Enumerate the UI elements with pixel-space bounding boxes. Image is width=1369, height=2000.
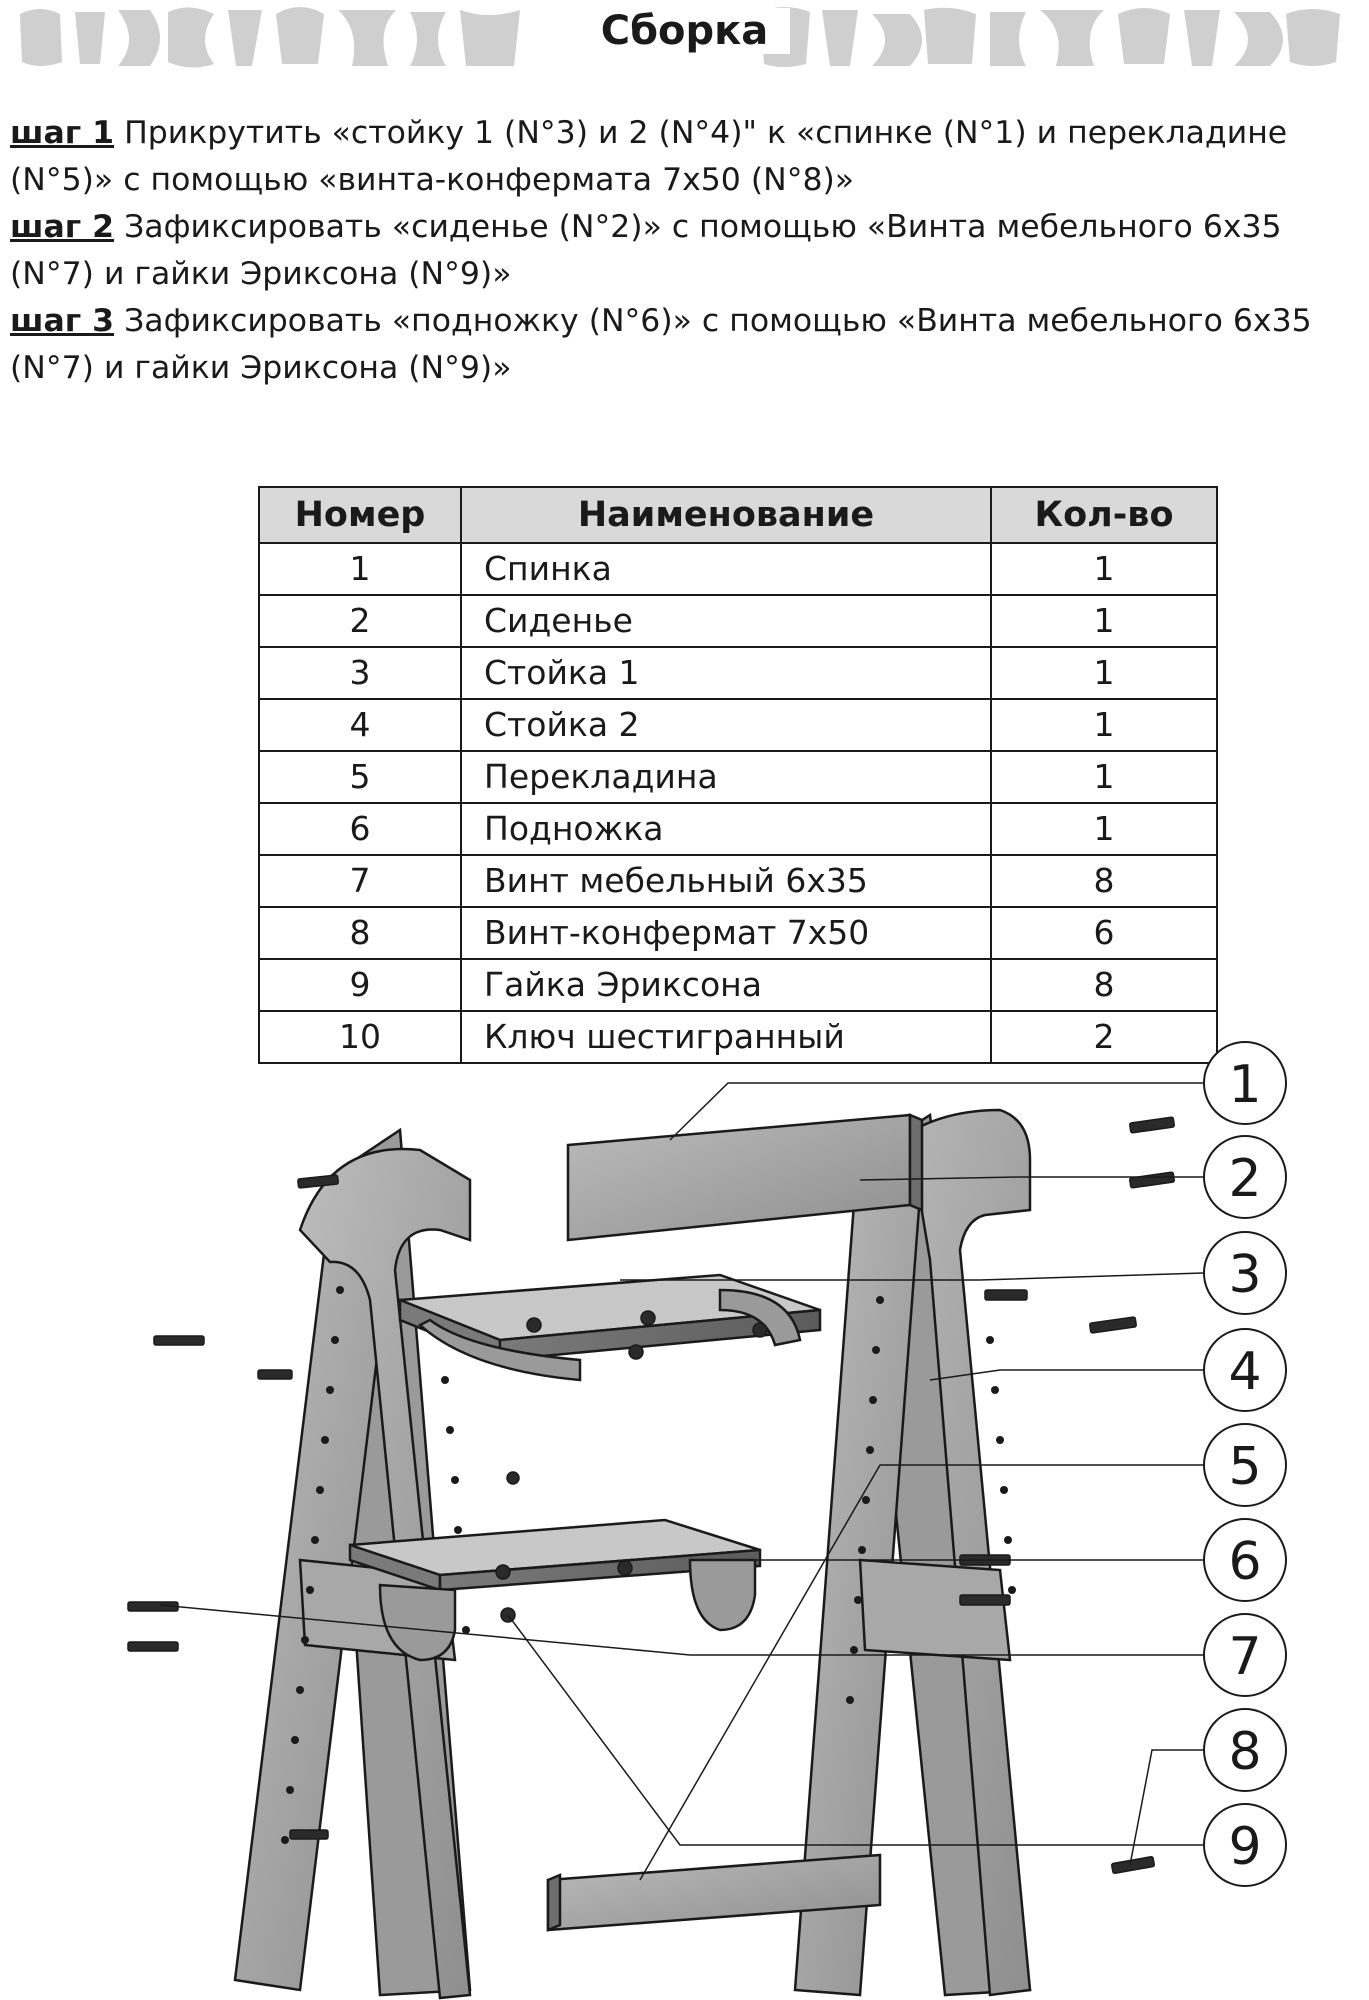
cell-number: 7 <box>258 854 462 908</box>
callout-3: 3 <box>1203 1231 1287 1315</box>
assembly-steps: шаг 1 Прикрутить «стойку 1 (N°3) и 2 (N°… <box>10 110 1360 392</box>
callout-7: 7 <box>1203 1613 1287 1697</box>
cell-name: Винт мебельный 6х35 <box>460 854 992 908</box>
step-2-label: шаг 2 <box>10 209 115 245</box>
cell-number: 3 <box>258 646 462 700</box>
step-2: шаг 2 Зафиксировать «сиденье (N°2)» с по… <box>10 204 1360 298</box>
right-stand <box>793 1108 1032 1997</box>
callout-1: 1 <box>1203 1041 1287 1125</box>
callout-3-label: 3 <box>1228 1245 1261 1305</box>
cell-qty: 8 <box>990 958 1218 1012</box>
header-ornament-band <box>20 7 1340 68</box>
cell-number: 1 <box>258 542 462 596</box>
cell-name: Стойка 1 <box>460 646 992 700</box>
callout-5-label: 5 <box>1228 1437 1261 1497</box>
callout-4: 4 <box>1203 1328 1287 1412</box>
screws <box>127 1116 1175 1875</box>
cell-qty: 1 <box>990 698 1218 752</box>
callout-8: 8 <box>1203 1708 1287 1792</box>
table-row: 5 Перекладина 1 <box>258 750 1218 804</box>
footrest <box>348 1518 762 1662</box>
parts-table: Номер Наименование Кол-во 1 Спинка 1 2 С… <box>258 486 1218 1064</box>
page-title: Сборка <box>0 8 1369 54</box>
cell-qty: 1 <box>990 594 1218 648</box>
table-header-row: Номер Наименование Кол-во <box>258 486 1218 544</box>
cell-qty: 1 <box>990 802 1218 856</box>
callout-2: 2 <box>1203 1135 1287 1219</box>
table-row: 9 Гайка Эриксона 8 <box>258 958 1218 1012</box>
step-1-text: Прикрутить «стойку 1 (N°3) и 2 (N°4)" к … <box>10 115 1288 198</box>
step-3-text: Зафиксировать «подножку (N°6)» с помощью… <box>10 303 1312 386</box>
cell-name: Гайка Эриксона <box>460 958 992 1012</box>
cell-name: Стойка 2 <box>460 698 992 752</box>
cell-name: Ключ шестигранный <box>460 1010 992 1064</box>
callout-1-label: 1 <box>1228 1055 1261 1115</box>
cell-name: Сиденье <box>460 594 992 648</box>
callout-group: 1 2 3 4 5 6 7 8 <box>1203 1041 1287 1887</box>
callout-9: 9 <box>1203 1803 1287 1887</box>
table-row: 2 Сиденье 1 <box>258 594 1218 648</box>
cell-number: 4 <box>258 698 462 752</box>
seat <box>398 1273 822 1382</box>
cell-name: Винт-конфермат 7х50 <box>460 906 992 960</box>
step-3: шаг 3 Зафиксировать «подножку (N°6)» с п… <box>10 298 1360 392</box>
header-qty: Кол-во <box>990 486 1218 544</box>
backrest <box>566 1113 924 1242</box>
callout-6-label: 6 <box>1228 1532 1261 1592</box>
table-row: 7 Винт мебельный 6х35 8 <box>258 854 1218 908</box>
cell-number: 8 <box>258 906 462 960</box>
cell-qty: 6 <box>990 906 1218 960</box>
callout-8-label: 8 <box>1228 1722 1261 1782</box>
header-number: Номер <box>258 486 462 544</box>
crossbar <box>546 1853 882 1932</box>
cell-qty: 8 <box>990 854 1218 908</box>
table-row: 4 Стойка 2 1 <box>258 698 1218 752</box>
cell-qty: 1 <box>990 542 1218 596</box>
cell-qty: 2 <box>990 1010 1218 1064</box>
callout-4-label: 4 <box>1228 1342 1261 1402</box>
step-2-text: Зафиксировать «сиденье (N°2)» с помощью … <box>10 209 1282 292</box>
table-row: 1 Спинка 1 <box>258 542 1218 596</box>
callout-9-label: 9 <box>1228 1817 1261 1877</box>
cell-number: 6 <box>258 802 462 856</box>
cell-name: Перекладина <box>460 750 992 804</box>
page-title-text: Сборка <box>578 8 791 54</box>
table-row: 3 Стойка 1 1 <box>258 646 1218 700</box>
table-row: 6 Подножка 1 <box>258 802 1218 856</box>
callout-5: 5 <box>1203 1423 1287 1507</box>
callout-7-label: 7 <box>1228 1627 1261 1687</box>
callout-2-label: 2 <box>1228 1149 1261 1209</box>
cell-qty: 1 <box>990 646 1218 700</box>
cell-name: Подножка <box>460 802 992 856</box>
cell-number: 2 <box>258 594 462 648</box>
cell-number: 5 <box>258 750 462 804</box>
header-name: Наименование <box>460 486 992 544</box>
cell-qty: 1 <box>990 750 1218 804</box>
cell-number: 9 <box>258 958 462 1012</box>
cell-number: 10 <box>258 1010 462 1064</box>
leader-lines <box>159 1082 1204 1881</box>
step-1: шаг 1 Прикрутить «стойку 1 (N°3) и 2 (N°… <box>10 110 1360 204</box>
table-row: 8 Винт-конфермат 7х50 6 <box>258 906 1218 960</box>
callout-6: 6 <box>1203 1518 1287 1602</box>
cell-name: Спинка <box>460 542 992 596</box>
step-1-label: шаг 1 <box>10 115 115 151</box>
table-row: 10 Ключ шестигранный 2 <box>258 1010 1218 1064</box>
step-3-label: шаг 3 <box>10 303 115 339</box>
